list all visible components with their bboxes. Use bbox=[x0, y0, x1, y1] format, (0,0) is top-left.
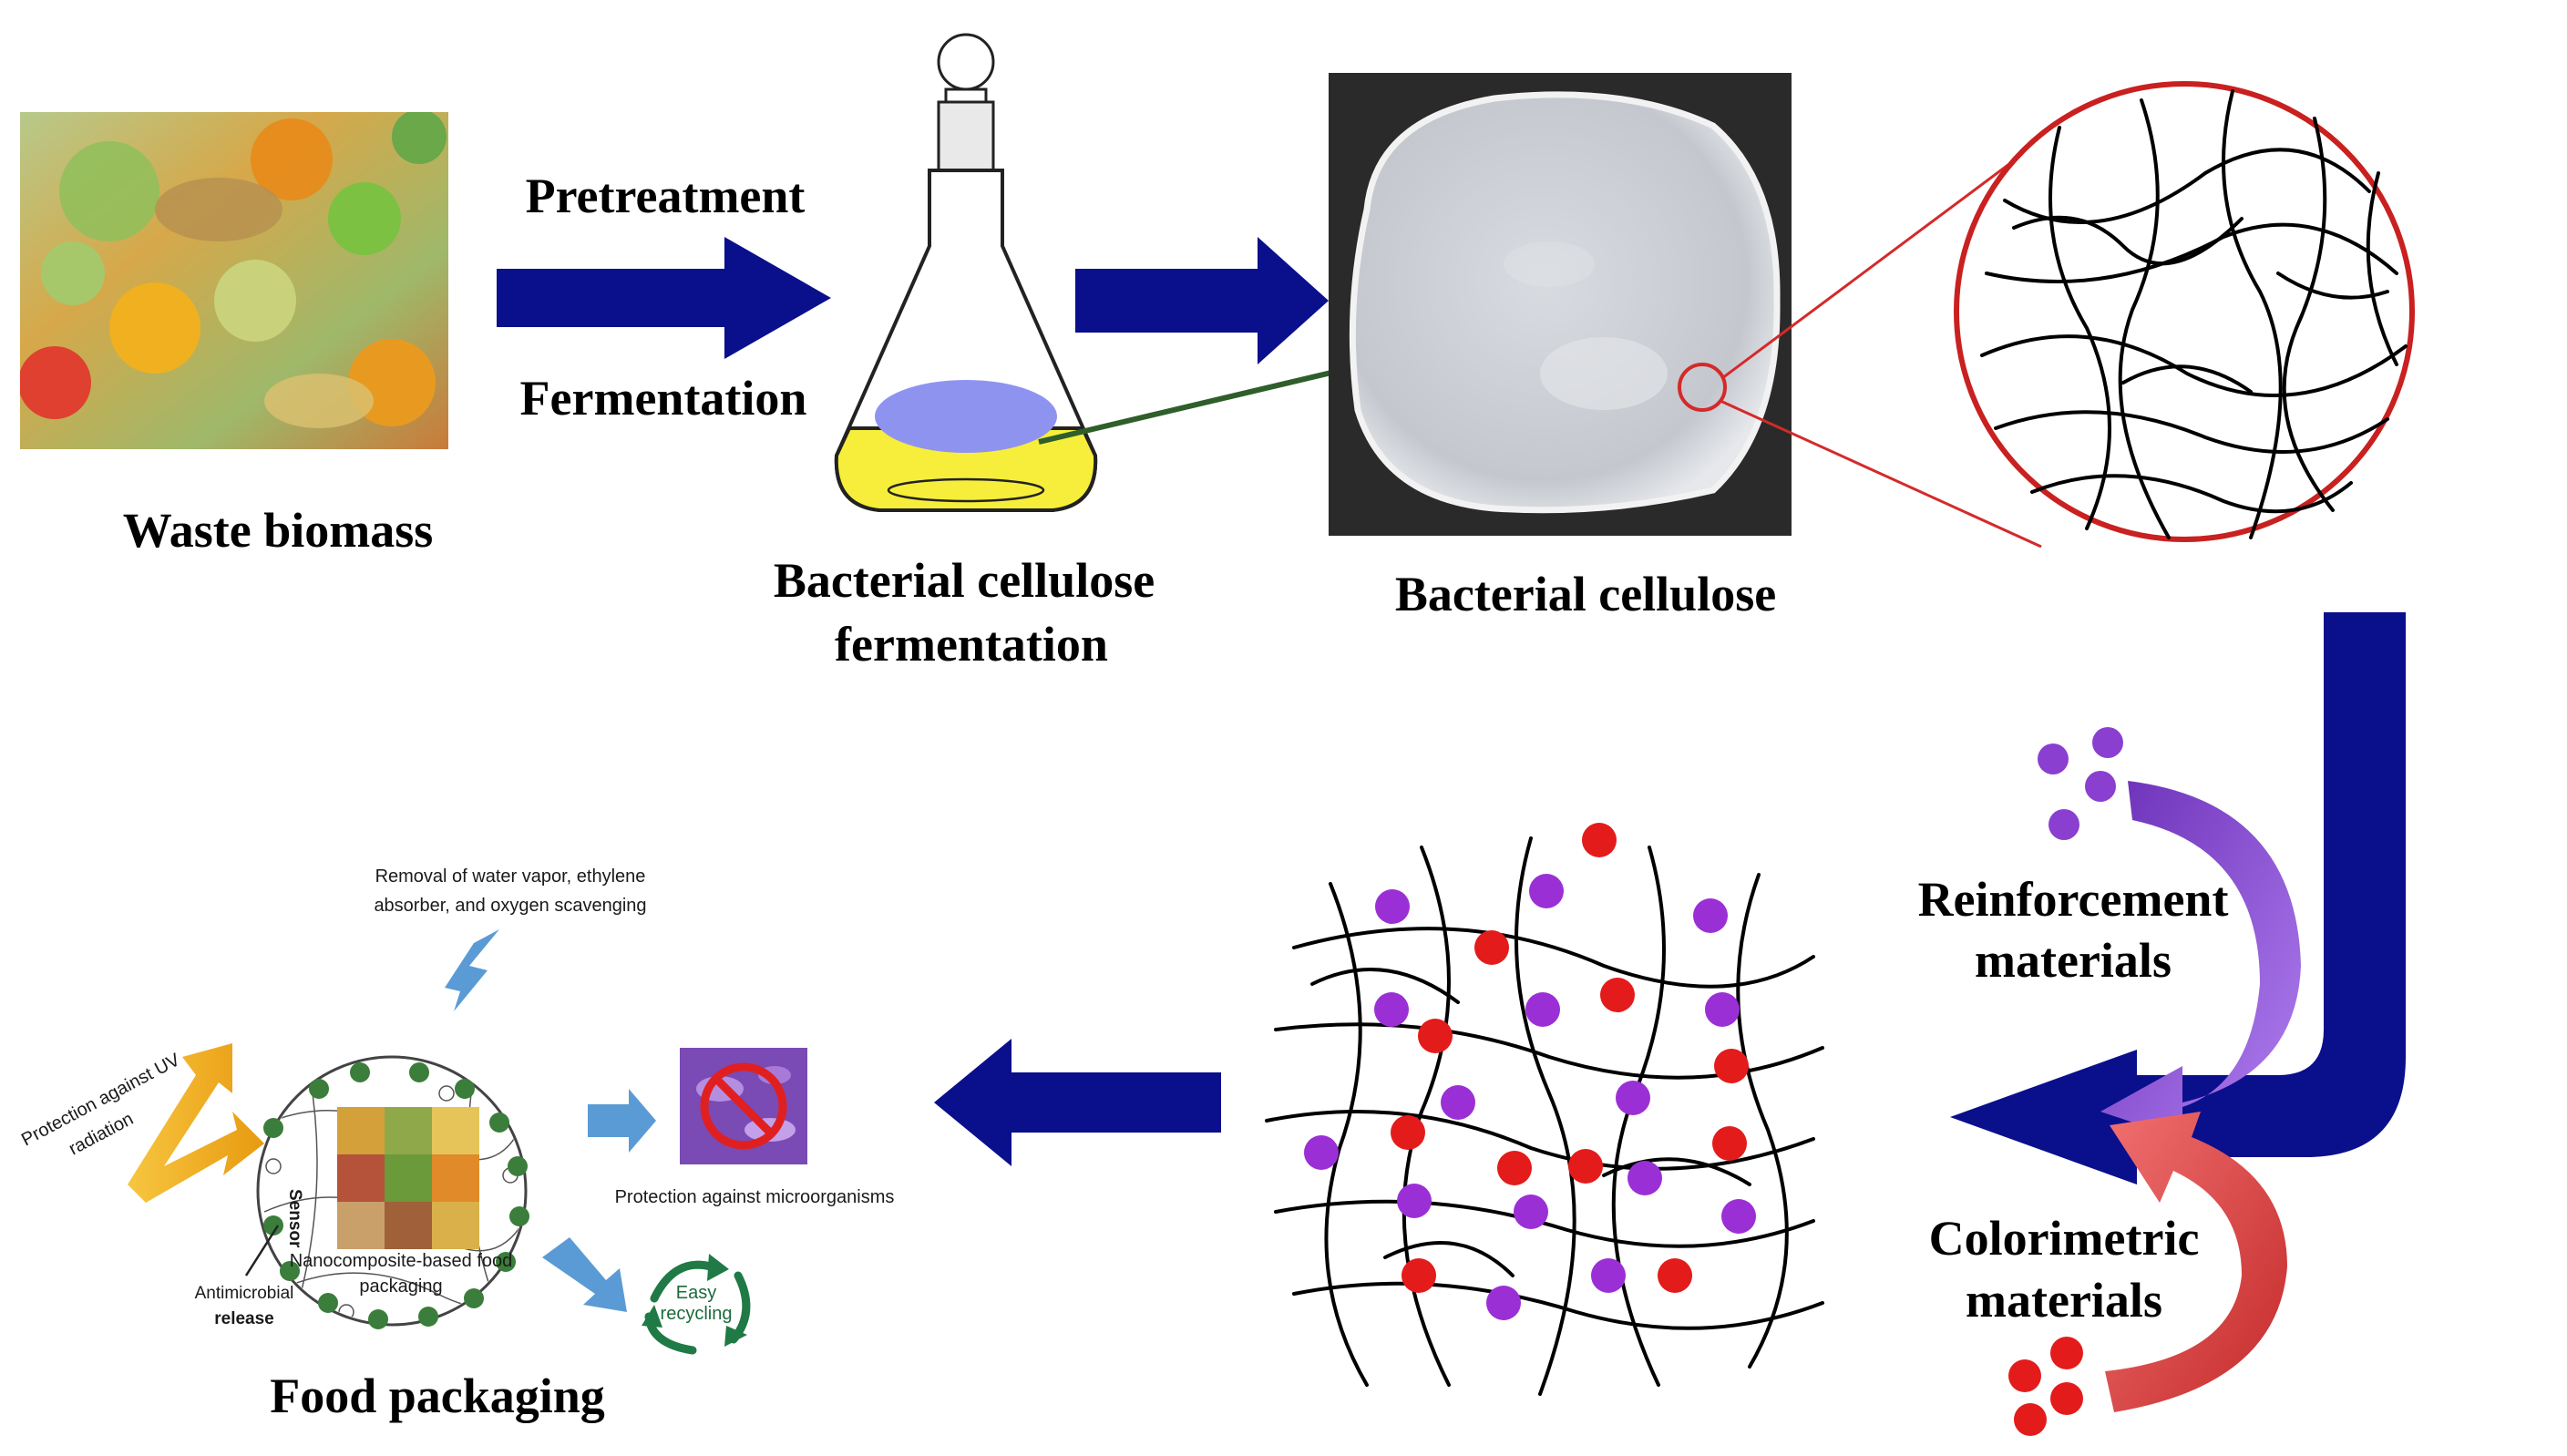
sensor-vertical-label: Sensor bbox=[285, 1189, 304, 1248]
erlenmeyer-flask-icon bbox=[834, 33, 1098, 512]
recycling-label-2: recycling bbox=[661, 1304, 733, 1324]
colorimetric-label-1: Colorimetric bbox=[1929, 1211, 2200, 1266]
food-packaging-label: Food packaging bbox=[270, 1369, 605, 1423]
fermentation-to-bc-arrow bbox=[1075, 237, 1329, 364]
bc-pointer-arrow bbox=[1038, 357, 1386, 445]
antimicrobial-pointer bbox=[244, 1225, 280, 1277]
bacterial-cellulose-photo bbox=[1329, 73, 1792, 536]
antimicrobial-label-1: Antimicrobial bbox=[195, 1284, 294, 1303]
uv-protection-arrow bbox=[128, 1043, 264, 1203]
fermentation-label: Fermentation bbox=[520, 371, 807, 426]
reinforcement-arrow bbox=[2100, 781, 2301, 1139]
pretreatment-arrow bbox=[497, 237, 831, 359]
magnifier bbox=[1678, 81, 2415, 549]
waste-biomass-label: Waste biomass bbox=[123, 503, 434, 558]
bc-fermentation-label-2: fermentation bbox=[835, 617, 1108, 672]
removal-label-1: Removal of water vapor, ethylene bbox=[375, 866, 646, 887]
no-microorganism-icon bbox=[680, 1048, 807, 1164]
bacterial-cellulose-label: Bacterial cellulose bbox=[1395, 567, 1776, 621]
removal-label-2: absorber, and oxygen scavenging bbox=[374, 896, 646, 916]
waste-biomass-photo bbox=[20, 112, 448, 449]
bc-fermentation-label-1: Bacterial cellulose bbox=[774, 553, 1155, 608]
reinforcement-label-2: materials bbox=[1975, 933, 2172, 988]
nanocomposite-label-1: Nanocomposite-based food bbox=[290, 1251, 513, 1271]
composite-to-packaging-arrow bbox=[934, 1039, 1221, 1166]
removal-lightning-icon bbox=[445, 929, 499, 1011]
food-grid bbox=[337, 1107, 479, 1249]
reinforcement-label-1: Reinforcement bbox=[1918, 872, 2229, 927]
fiber-network-icon bbox=[1980, 89, 2408, 539]
colorimetric-arrow bbox=[2105, 1112, 2287, 1412]
nanocomposite-label-2: packaging bbox=[359, 1277, 442, 1297]
nanocomposite-network-icon bbox=[1265, 823, 1824, 1396]
reinforcement-particles bbox=[2038, 727, 2123, 840]
bc-to-composite-l-arrow bbox=[1950, 612, 2406, 1184]
microorganisms-label: Protection against microorganisms bbox=[615, 1187, 895, 1207]
microorganism-arrow bbox=[588, 1089, 656, 1153]
recycling-label-1: Easy bbox=[676, 1283, 716, 1303]
colorimetric-label-2: materials bbox=[1966, 1273, 2162, 1328]
colorimetric-particles bbox=[2008, 1337, 2083, 1436]
antimicrobial-label-2: release bbox=[214, 1309, 274, 1328]
recycling-arrow bbox=[542, 1237, 627, 1312]
packaging-circle-icon bbox=[256, 1055, 529, 1329]
pretreatment-label: Pretreatment bbox=[526, 169, 806, 223]
